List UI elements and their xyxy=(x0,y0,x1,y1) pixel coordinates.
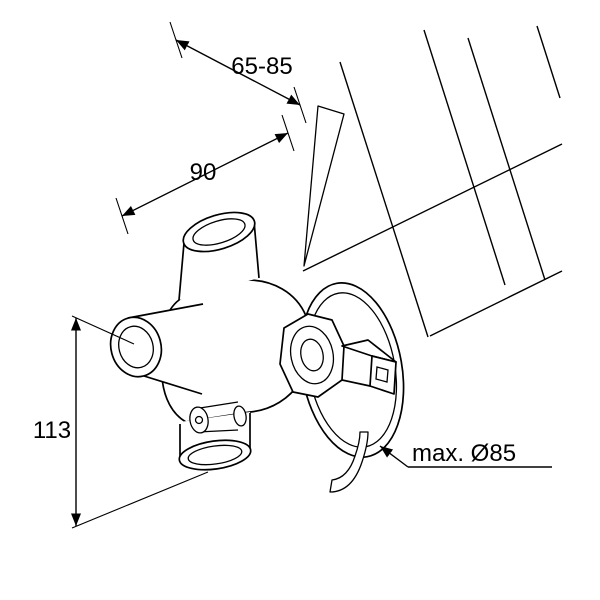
bottom-port-rim xyxy=(178,439,252,471)
left-port xyxy=(109,303,204,395)
wall-surface-line xyxy=(429,270,563,337)
screw-boss xyxy=(189,401,247,434)
wall-tile-lines xyxy=(302,25,563,338)
dimension-label-depth: 65-85 xyxy=(231,53,292,80)
boss-nut xyxy=(233,405,247,427)
left-port-edge xyxy=(143,375,203,395)
top-port xyxy=(178,211,260,301)
dimension-line xyxy=(175,39,301,106)
dimension-90: 90 xyxy=(115,114,295,235)
callout-max-diameter: max. Ø85 xyxy=(379,440,552,468)
extension-line xyxy=(71,471,209,529)
dimension-line xyxy=(121,132,289,217)
left-port-bore xyxy=(118,325,154,369)
left-port-edge xyxy=(127,303,204,319)
spindle xyxy=(341,339,397,395)
spindle-top-face xyxy=(341,339,397,363)
cartridge-ring-inner xyxy=(300,338,324,372)
dimension-113: 113 xyxy=(33,315,209,529)
tile-line xyxy=(339,61,429,338)
cartridge xyxy=(279,313,345,398)
label-max-diameter: max. Ø85 xyxy=(412,440,516,467)
boss-bore xyxy=(194,415,204,425)
top-port-edge xyxy=(178,242,185,301)
extension-line xyxy=(71,315,135,345)
boss-edge xyxy=(199,401,239,409)
wall-marker-triangle xyxy=(303,105,345,267)
dimension-label-height: 113 xyxy=(33,417,71,444)
top-port-bore xyxy=(192,218,246,246)
spindle-edge xyxy=(341,379,371,387)
spindle-socket xyxy=(375,366,389,383)
valve-body xyxy=(109,211,405,493)
dimension-65-85: 65-85 xyxy=(169,21,307,124)
wall-surface-line xyxy=(302,143,563,272)
dimension-label-width: 90 xyxy=(190,159,217,186)
tile-line xyxy=(423,29,506,286)
cartridge-ring xyxy=(289,325,335,385)
leader-line xyxy=(379,445,409,468)
bottom-port-bore xyxy=(187,444,243,466)
boss-face xyxy=(189,406,209,434)
mounting-hook xyxy=(329,431,369,493)
tile-line xyxy=(536,25,561,99)
spindle-front-face xyxy=(369,355,397,395)
tile-line xyxy=(467,37,546,281)
top-port-edge xyxy=(253,220,260,279)
